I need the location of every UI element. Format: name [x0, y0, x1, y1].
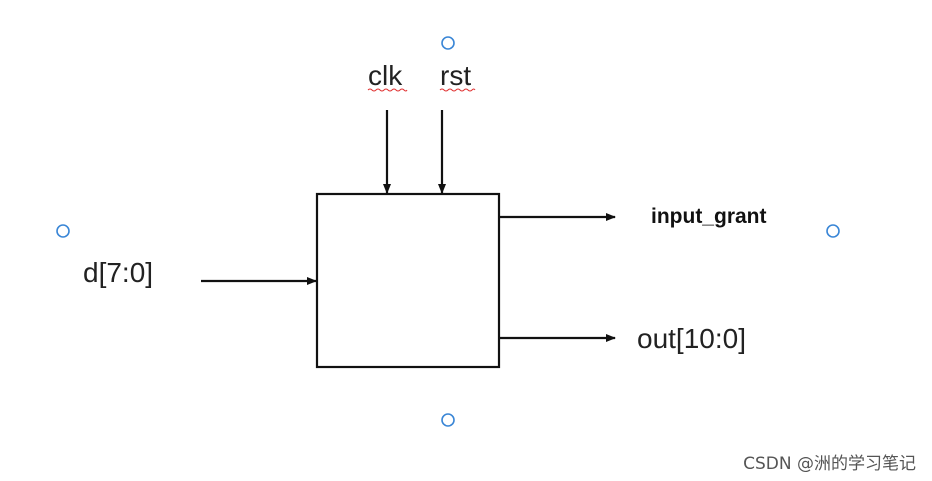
clk-spellcheck-underline	[367, 88, 408, 92]
watermark-text: CSDN @洲的学习笔记	[743, 454, 916, 474]
selection-handle-right[interactable]	[826, 224, 840, 238]
selection-handle-top[interactable]	[441, 36, 455, 50]
rst-label: rst	[440, 60, 471, 91]
rst-spellcheck-underline	[439, 88, 476, 92]
module-block[interactable]	[315, 192, 501, 369]
out-label: out[10:0]	[637, 323, 746, 354]
selection-handle-bottom[interactable]	[441, 413, 455, 427]
grant-label: input_grant	[651, 205, 767, 228]
selection-handle-left[interactable]	[56, 224, 70, 238]
d-label: d[7:0]	[83, 257, 153, 288]
clk-label: clk	[368, 60, 403, 91]
